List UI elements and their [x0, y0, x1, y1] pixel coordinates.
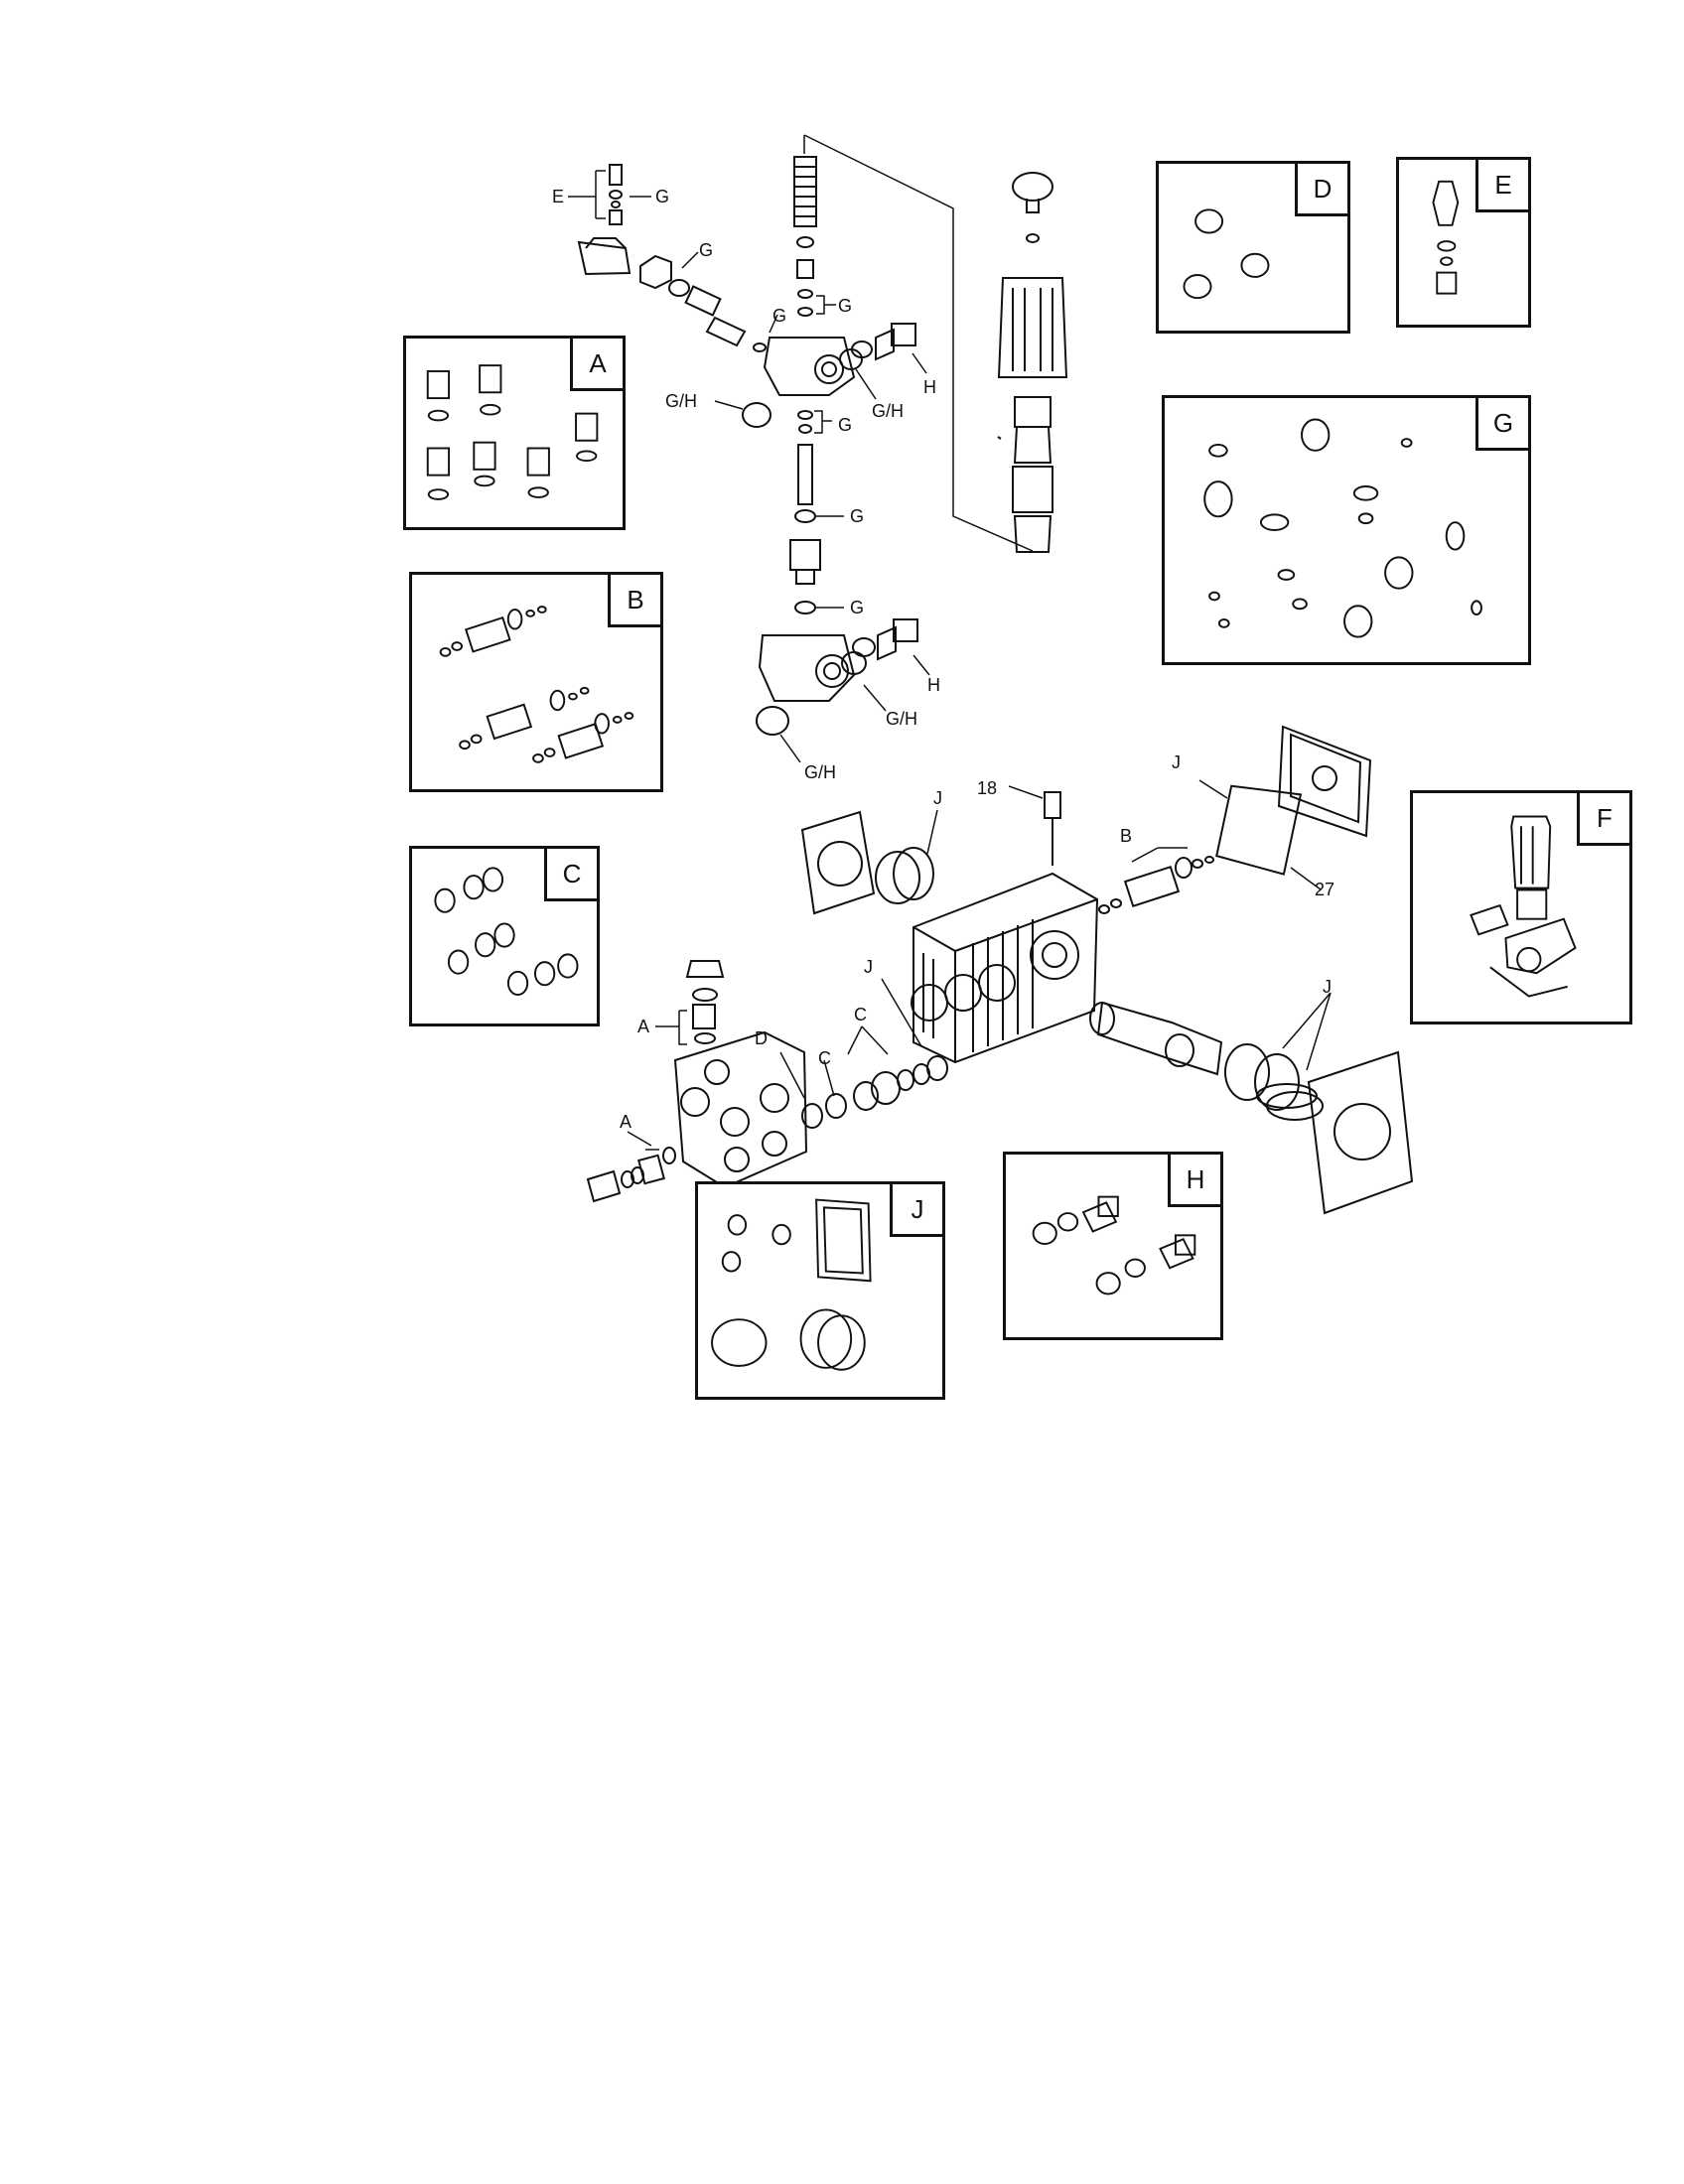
callout-27: 27: [1315, 880, 1334, 899]
cover-gasket: [1215, 784, 1303, 876]
callout-gh: G/H: [804, 762, 836, 782]
callout-g: G: [850, 506, 864, 526]
oring: [796, 236, 814, 248]
small-spring: [684, 285, 722, 317]
callout-g: G: [850, 598, 864, 617]
kit-f-label: F: [1577, 790, 1632, 846]
kit-e-label: E: [1475, 157, 1531, 212]
rear-cover: [1277, 725, 1372, 838]
pump-crankcase: [800, 725, 1414, 1215]
drain-plug: [586, 1169, 622, 1203]
callout-j: J: [1323, 977, 1332, 997]
inlet-fitting: [577, 240, 632, 276]
plunger-b: [1123, 865, 1181, 908]
callout-g: G: [699, 240, 713, 260]
callout-c: C: [818, 1048, 831, 1068]
callout-b: B: [1120, 826, 1132, 846]
kit-j-label: J: [890, 1181, 945, 1237]
callout-gh: G/H: [872, 401, 904, 421]
left-flange: [800, 810, 876, 915]
unloader-valve-assembly: [568, 134, 1034, 763]
plug-h-lower: [893, 618, 918, 642]
unloader-manifold: [763, 337, 856, 396]
crankshaft: [1096, 1001, 1223, 1076]
hex-nut: [639, 254, 672, 290]
spacer: [796, 259, 814, 279]
unloader-spring: [793, 156, 817, 227]
callout-d: D: [755, 1028, 768, 1048]
callout-c: C: [854, 1005, 867, 1024]
lower-manifold: [758, 634, 856, 702]
seal-d: [801, 1103, 823, 1129]
right-flange: [1307, 1050, 1414, 1215]
callout-j: J: [1172, 752, 1181, 772]
callout-h: H: [923, 377, 936, 397]
kit-b-box: B: [409, 572, 663, 792]
kit-a-box: A: [403, 336, 626, 530]
callout-18: 18: [977, 778, 997, 798]
regulator-column: [997, 172, 1068, 553]
callout-a: A: [637, 1017, 649, 1036]
plug-h: [891, 323, 916, 346]
kit-h-label: H: [1168, 1152, 1223, 1207]
callout-h: H: [927, 675, 940, 695]
kit-c-label: C: [544, 846, 600, 901]
dipstick-18: [1044, 791, 1061, 819]
kit-j-box: J: [695, 1181, 945, 1400]
kit-d-box: D: [1156, 161, 1350, 334]
callout-j: J: [864, 957, 873, 977]
callout-g: G: [838, 296, 852, 316]
kit-b-label: B: [608, 572, 663, 627]
piston-rod: [797, 444, 813, 505]
valve-stem: [705, 316, 747, 347]
kit-e-box: E: [1396, 157, 1531, 328]
kit-h-box: H: [1003, 1152, 1223, 1340]
kit-f-box: F: [1410, 790, 1632, 1024]
kit-a-label: A: [570, 336, 626, 391]
kit-d-label: D: [1295, 161, 1350, 216]
callout-g: G: [772, 306, 786, 326]
oring-gh: [742, 402, 772, 428]
callout-gh: G/H: [665, 391, 697, 411]
bearing: [1224, 1043, 1270, 1101]
manifold-head: [586, 960, 948, 1203]
left-seal: [875, 851, 920, 904]
knob-cap: [1012, 172, 1053, 202]
crankcase-housing: [912, 872, 1099, 1064]
callout-e: E: [552, 187, 564, 206]
kit-g-label: G: [1475, 395, 1531, 451]
top-plug: [685, 960, 725, 978]
kit-g-box: G: [1162, 395, 1531, 665]
callout-j: J: [933, 788, 942, 808]
regulator-body: [997, 277, 1068, 378]
callout-g: G: [655, 187, 669, 206]
callout-a: A: [620, 1112, 632, 1132]
head-body: [673, 1030, 808, 1189]
callout-gh: G/H: [886, 709, 917, 729]
callout-g: G: [838, 415, 852, 435]
pressure-fitting: [1012, 466, 1053, 513]
check-valve: [789, 539, 821, 571]
seal-c: [853, 1081, 879, 1111]
kit-c-box: C: [409, 846, 600, 1026]
